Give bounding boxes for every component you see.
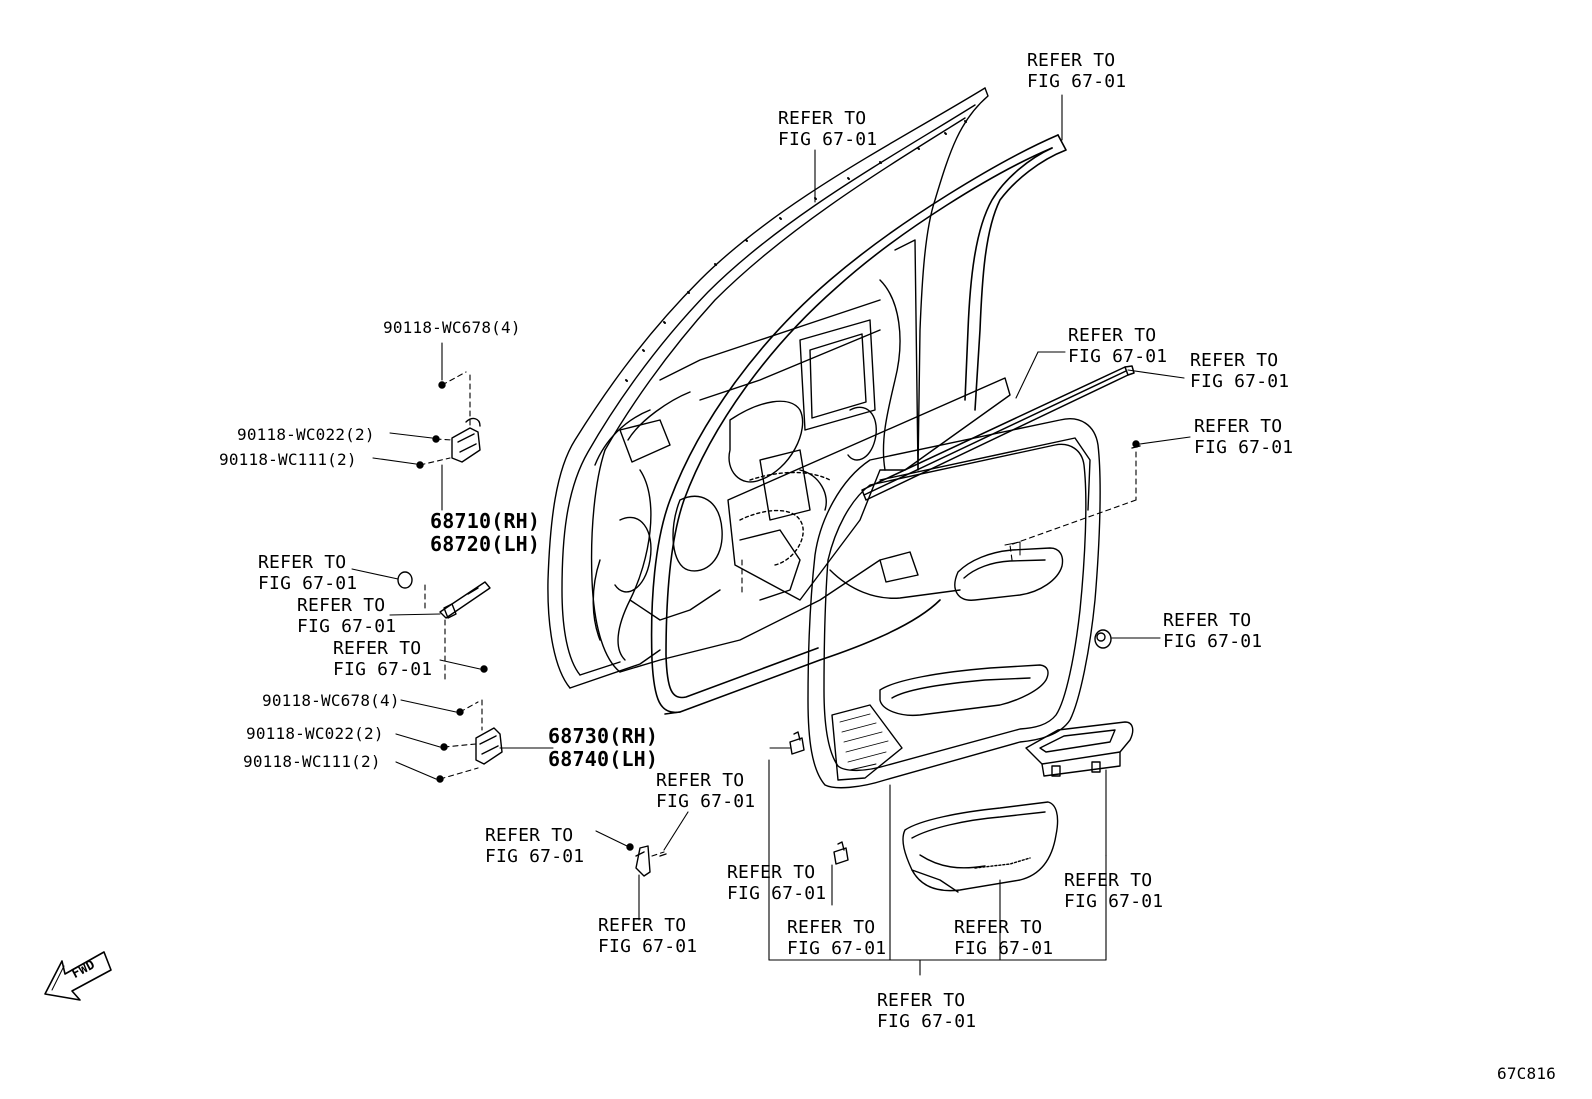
refer-line2: FIG 67-01	[598, 936, 698, 957]
refer-line2: FIG 67-01	[1027, 71, 1127, 92]
assembly-lines	[420, 372, 1136, 856]
refer-line1: REFER TO	[485, 825, 574, 846]
refer-line2: FIG 67-01	[656, 791, 756, 812]
refer-line2: FIG 67-01	[258, 573, 358, 594]
refer-line2: FIG 67-01	[778, 129, 878, 150]
refer-line1: REFER TO	[778, 108, 867, 129]
refer-line1: REFER TO	[1194, 416, 1283, 437]
refer-line1: REFER TO	[787, 917, 876, 938]
refer-line2: FIG 67-01	[1068, 346, 1168, 367]
fwd-arrow-icon	[45, 952, 111, 1000]
refer-line1: REFER TO	[1190, 350, 1279, 371]
weatherstrip	[652, 135, 1066, 714]
refer-line1: REFER TO	[877, 990, 966, 1011]
refer-line2: FIG 67-01	[787, 938, 887, 959]
refer-line1: REFER TO	[1064, 870, 1153, 891]
refer-line1: REFER TO	[1163, 610, 1252, 631]
lower-hinge	[476, 728, 502, 764]
refer-line2: FIG 67-01	[1163, 631, 1263, 652]
refer-line1: REFER TO	[727, 862, 816, 883]
refer-line1: REFER TO	[1027, 50, 1116, 71]
refer-line1: REFER TO	[297, 595, 386, 616]
lower-hinge-rh: 68730(RH)	[548, 724, 659, 748]
clips	[398, 446, 1140, 864]
armrest-base	[903, 802, 1058, 892]
refer-line2: FIG 67-01	[727, 883, 827, 904]
part-number-upper-hinge: 68710(RH)68720(LH)	[430, 510, 540, 556]
refer-line2: FIG 67-01	[297, 616, 397, 637]
part-number-screw-upper: 90118-WC678(4)	[383, 318, 521, 337]
door-trim-panel	[808, 419, 1100, 788]
part-number-bolt-lower-a: 90118-WC022(2)	[246, 724, 384, 743]
upper-hinge	[452, 419, 480, 462]
part-number-screw-lower: 90118-WC678(4)	[262, 691, 400, 710]
part-number-bolt-upper-a: 90118-WC022(2)	[237, 425, 375, 444]
service-hole-cover	[728, 378, 1010, 600]
upper-hinge-rh: 68710(RH)	[430, 509, 541, 533]
refer-line2: FIG 67-01	[333, 659, 433, 680]
refer-line1: REFER TO	[258, 552, 347, 573]
part-number-bolt-upper-b: 90118-WC111(2)	[219, 450, 357, 469]
fasteners	[417, 382, 1139, 850]
refer-line2: FIG 67-01	[1064, 891, 1164, 912]
part-number-lower-hinge: 68730(RH)68740(LH)	[548, 725, 658, 771]
check-link	[440, 582, 490, 618]
refer-line1: REFER TO	[333, 638, 422, 659]
refer-line2: FIG 67-01	[1194, 437, 1294, 458]
refer-line1: REFER TO	[954, 917, 1043, 938]
switch-bezel	[1026, 722, 1133, 776]
door-stopper-bracket	[636, 846, 650, 876]
refer-line2: FIG 67-01	[877, 1011, 977, 1032]
refer-line2: FIG 67-01	[954, 938, 1054, 959]
leader-lines	[352, 95, 1190, 975]
door-frame	[548, 88, 988, 688]
refer-line2: FIG 67-01	[485, 846, 585, 867]
refer-line1: REFER TO	[598, 915, 687, 936]
refer-line1: REFER TO	[1068, 325, 1157, 346]
upper-hinge-lh: 68720(LH)	[430, 532, 541, 556]
refer-line1: REFER TO	[656, 770, 745, 791]
refer-line2: FIG 67-01	[1190, 371, 1290, 392]
lower-hinge-lh: 68740(LH)	[548, 747, 659, 771]
part-number-bolt-lower-b: 90118-WC111(2)	[243, 752, 381, 771]
figure-id: 67C816	[1497, 1064, 1556, 1083]
